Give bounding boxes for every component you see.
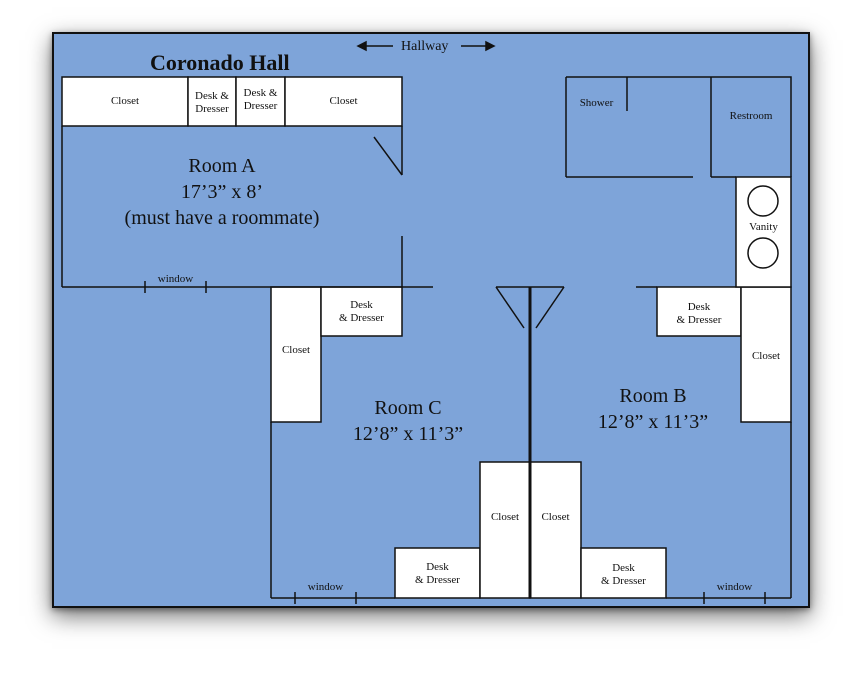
restroom-label: Restroom [729,110,773,122]
vanity-label: Vanity [749,221,778,233]
desk-b-top-label: Desk & Dresser [676,301,722,326]
closet-a-right-label: Closet [329,95,358,107]
closet-c-bottom-label: Closet [490,511,520,523]
room-c-name: Room C [374,397,442,419]
desk-b-top-box [656,286,742,337]
desk-c-bottom-box [394,547,481,599]
room-a-note: (must have a roommate) [124,207,320,229]
shower-label: Shower [579,97,614,109]
closet-c-bottom [479,461,531,599]
closet-a-right [284,76,403,127]
closet-a-left [61,76,189,127]
hallway-label: Hallway [401,39,449,54]
closet-a-left-label: Closet [110,95,140,107]
room-a-name: Room A [188,155,256,177]
room-c-size: 12’8” x 11’3” [352,423,464,445]
desk-dresser-a1-label: Desk & Dresser [195,90,229,115]
desk-c-top-label: Desk & Dresser [339,299,384,324]
desk-c-top-box [320,286,403,337]
window-b-label: window [716,581,753,593]
room-b-name: Room B [619,385,687,407]
room-b-size: 12’8” x 11’3” [597,411,709,433]
closet-b-bottom [529,461,582,599]
desk-b-bottom-label: Desk & Dresser [601,562,646,587]
window-c-label: window [307,581,344,593]
page-title: Coronado Hall [150,50,290,75]
room-a-size: 17’3” x 8’ [180,181,264,203]
closet-b-bottom-label: Closet [541,511,570,523]
desk-b-bottom-box [580,547,667,599]
window-a-label: window [157,273,194,285]
closet-b-right-label: Closet [751,350,781,362]
closet-c-left [270,286,322,423]
sink-bottom [747,237,779,269]
closet-b-right [740,286,792,423]
sink-top [747,185,779,217]
closet-c-left-label: Closet [281,344,311,356]
desk-dresser-a1-box [187,76,237,127]
desk-dresser-a2-label: Desk & Dresser [243,87,278,112]
desk-c-bottom-label: Desk & Dresser [415,561,460,586]
